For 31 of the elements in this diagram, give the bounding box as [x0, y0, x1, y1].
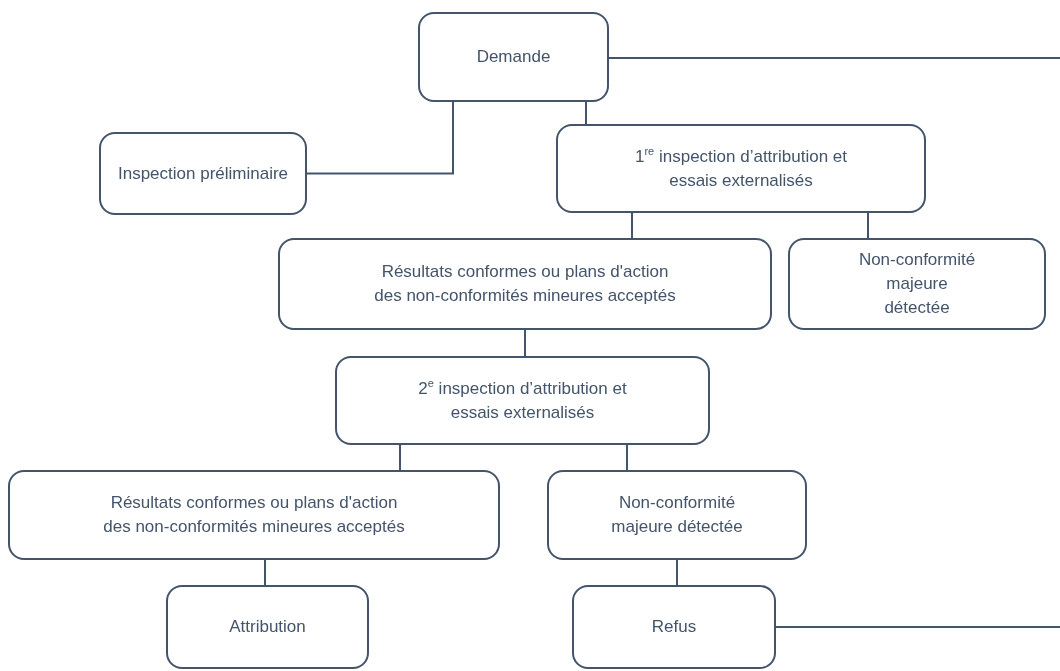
connector-line — [608, 57, 1060, 59]
box-label: Non-conformité majeure détectée — [857, 249, 977, 319]
rounded-box — [788, 238, 1046, 330]
box-label: Demande — [476, 46, 551, 69]
connector-line — [867, 212, 869, 239]
connector-line — [524, 329, 526, 357]
box-label: Attribution — [229, 616, 306, 639]
box-label: 2$^{e}$ inspection d’attribution et essais externalisés — [417, 376, 628, 424]
rounded-box — [572, 585, 776, 669]
connector-line — [306, 101, 454, 175]
connector-line — [264, 559, 266, 586]
box-label: 1$^{re}$ inspection d’attribution et essais externalisés — [633, 144, 848, 192]
box-label: Non-conformité majeure détectée — [611, 492, 743, 538]
connector-line — [631, 212, 633, 239]
rounded-box — [166, 585, 369, 669]
rounded-box — [278, 238, 772, 330]
box-label: Résultats conformes ou plans d'action des non-conformités mineures acceptés — [102, 492, 406, 538]
box-label: Inspection préliminaire — [117, 162, 289, 185]
rounded-box — [99, 132, 307, 215]
rounded-box — [547, 470, 807, 560]
connector-line — [626, 444, 628, 471]
box-label: Refus — [651, 616, 697, 639]
connector-line — [399, 444, 401, 471]
connector-line — [585, 101, 587, 125]
connector-line — [775, 626, 1060, 628]
rounded-box — [556, 124, 926, 213]
rounded-box — [335, 356, 710, 445]
rounded-box — [418, 12, 609, 102]
connector-line — [676, 559, 678, 586]
rounded-box — [8, 470, 500, 560]
box-label: Résultats conformes ou plans d'action des non-conformités mineures acceptés — [373, 261, 677, 307]
